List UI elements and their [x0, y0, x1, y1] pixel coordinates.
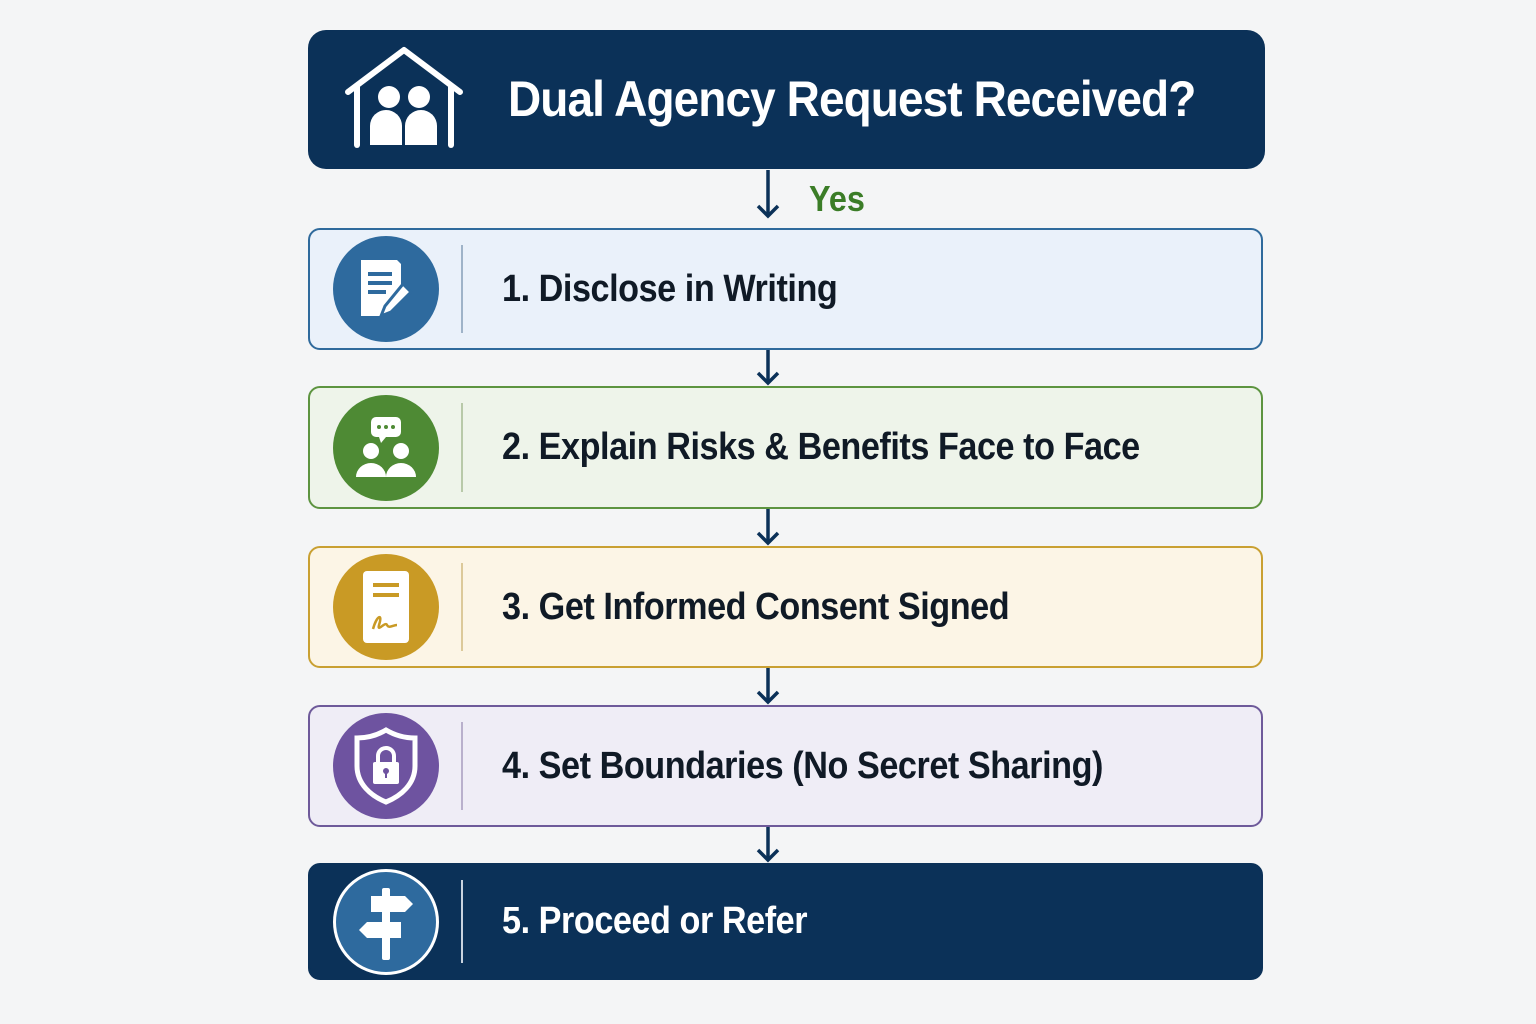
- step-label: 2. Explain Risks & Benefits Face to Face: [502, 426, 1140, 468]
- step-label: 1. Disclose in Writing: [502, 267, 838, 310]
- decision-header: Dual Agency Request Received?: [308, 30, 1265, 169]
- step-set-boundaries: 4. Set Boundaries (No Secret Sharing): [308, 705, 1263, 827]
- document-pen-icon: [333, 236, 439, 342]
- yes-label: Yes: [809, 178, 865, 219]
- arrow-down-icon: [756, 509, 780, 546]
- signed-document-icon: [333, 554, 439, 660]
- divider: [461, 245, 463, 333]
- step-proceed-or-refer: 5. Proceed or Refer: [308, 863, 1263, 980]
- step-label: 4. Set Boundaries (No Secret Sharing): [502, 744, 1103, 787]
- step-explain-risks-benefits: 2. Explain Risks & Benefits Face to Face: [308, 386, 1263, 509]
- signpost-icon: [333, 868, 439, 975]
- step-disclose-in-writing: 1. Disclose in Writing: [308, 228, 1263, 350]
- arrow-down-icon: [756, 668, 780, 705]
- house-people-icon: [345, 47, 463, 148]
- arrow-down-icon: [756, 827, 780, 863]
- divider: [461, 880, 463, 963]
- divider: [461, 403, 463, 492]
- step-label: 3. Get Informed Consent Signed: [502, 585, 1010, 628]
- arrow-down-icon: [756, 170, 780, 219]
- header-title: Dual Agency Request Received?: [508, 71, 1196, 127]
- divider: [461, 563, 463, 651]
- arrow-down-icon: [756, 350, 780, 386]
- divider: [461, 722, 463, 810]
- shield-lock-icon: [333, 713, 439, 819]
- step-informed-consent: 3. Get Informed Consent Signed: [308, 546, 1263, 668]
- people-chat-icon: [333, 394, 439, 501]
- step-label: 5. Proceed or Refer: [502, 900, 808, 942]
